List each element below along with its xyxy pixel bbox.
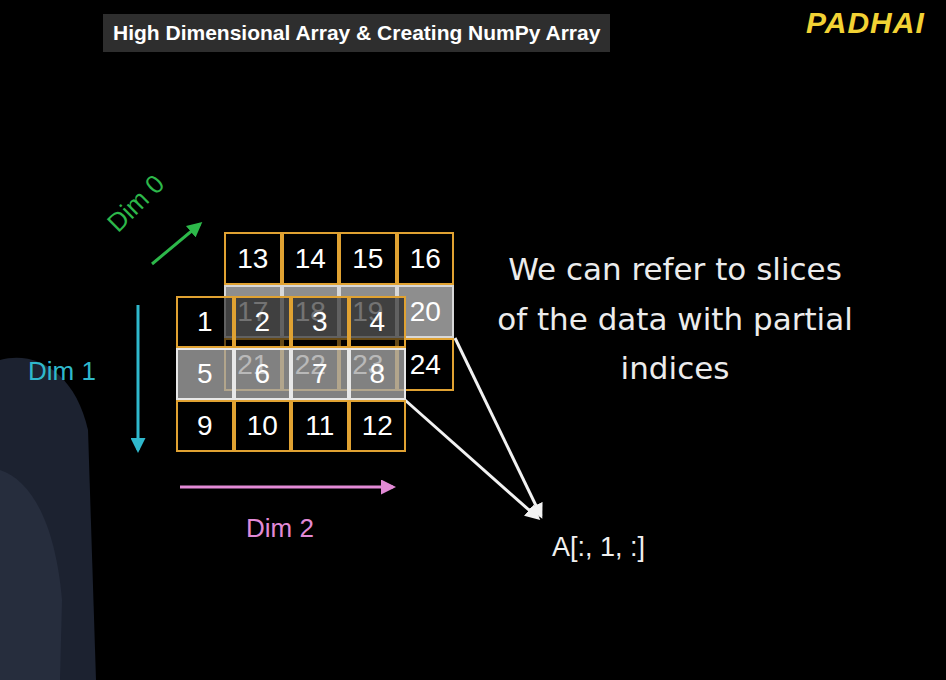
front-layer-cell: 4	[349, 296, 407, 348]
back-layer-cell: 15	[339, 232, 397, 285]
front-layer-cell: 8	[349, 348, 407, 400]
axis-label: Dim 2	[246, 513, 314, 544]
back-layer-cell: 14	[282, 232, 340, 285]
slice-pointer	[405, 400, 538, 518]
front-layer-cell: 7	[291, 348, 349, 400]
front-layer-cell: 1	[176, 296, 234, 348]
back-layer-cell: 16	[397, 232, 455, 285]
presenter-silhouette	[0, 358, 96, 680]
axis-label: Dim 1	[28, 356, 96, 387]
cell-number: 1	[197, 306, 213, 338]
logo-text: PADHAI	[806, 6, 925, 40]
cell-number: 15	[352, 243, 383, 275]
slice-pointer	[455, 338, 541, 516]
cell-number: 10	[247, 410, 278, 442]
cell-number: 7	[312, 358, 328, 390]
cell-number: 12	[362, 410, 393, 442]
front-layer-cell: 10	[234, 400, 292, 452]
slide-title: High Dimensional Array & Creating NumPy …	[103, 14, 610, 52]
cell-number: 20	[410, 296, 441, 328]
back-layer-cell: 13	[224, 232, 282, 285]
front-layer-cell: 3	[291, 296, 349, 348]
cell-number: 5	[197, 358, 213, 390]
cell-number: 16	[410, 243, 441, 275]
front-layer-cell: 9	[176, 400, 234, 452]
cell-number: 6	[254, 358, 270, 390]
front-layer-cell: 12	[349, 400, 407, 452]
cell-number: 11	[305, 410, 334, 442]
axis-label: Dim 0	[98, 166, 174, 242]
cell-number: 13	[237, 243, 268, 275]
dim1-arrow	[137, 305, 140, 450]
cell-number: 4	[369, 306, 385, 338]
cell-number: 14	[295, 243, 326, 275]
index-expression: A[:, 1, :]	[552, 532, 645, 563]
explanation-note: We can refer to slices of the data with …	[495, 245, 855, 394]
front-layer-cell: 2	[234, 296, 292, 348]
cell-number: 3	[312, 306, 328, 338]
cell-number: 8	[369, 358, 385, 390]
cell-number: 2	[254, 306, 270, 338]
dim2-arrow	[180, 486, 393, 489]
cell-number: 24	[410, 349, 441, 381]
cell-number: 9	[197, 410, 213, 442]
presenter-arm	[0, 470, 62, 680]
front-layer-cell: 11	[291, 400, 349, 452]
front-layer-cell: 5	[176, 348, 234, 400]
dim0-arrow	[152, 224, 200, 264]
front-layer-cell: 6	[234, 348, 292, 400]
